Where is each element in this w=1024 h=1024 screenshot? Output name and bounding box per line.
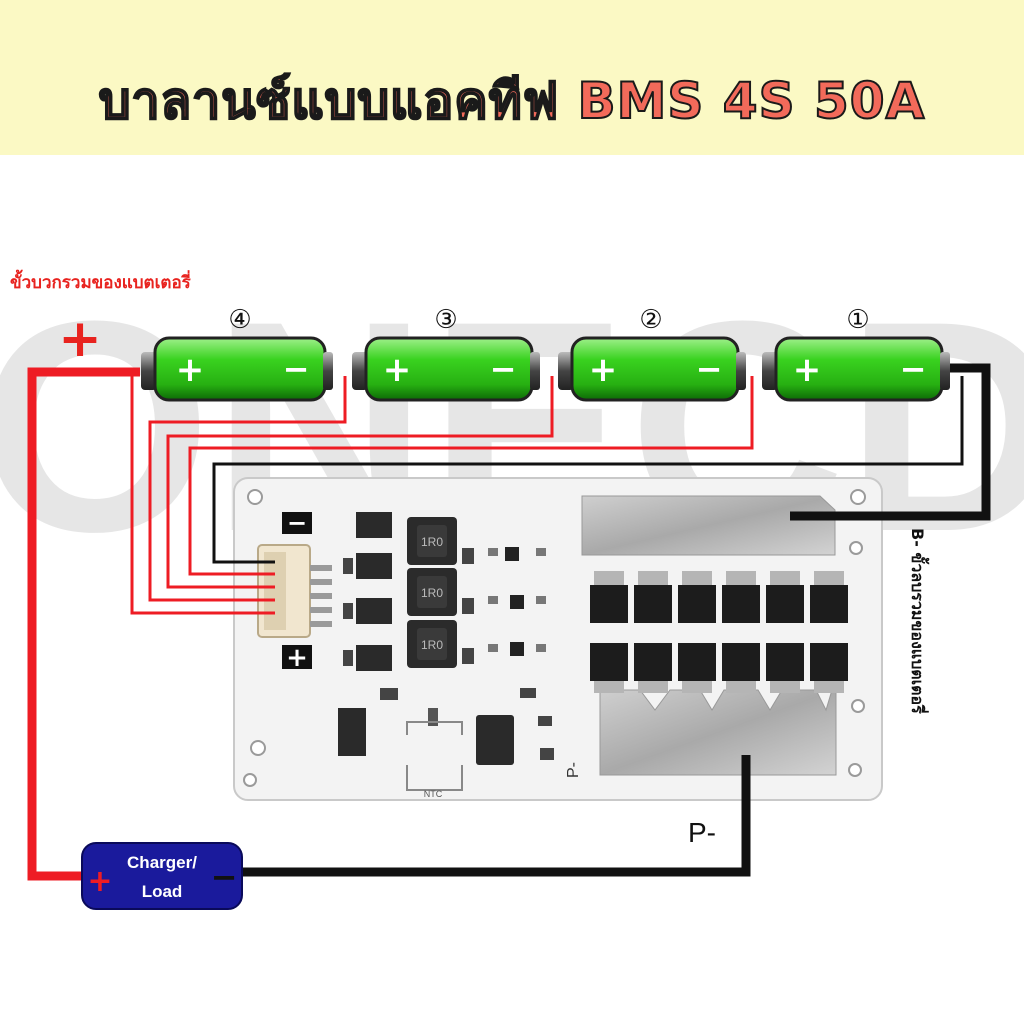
battery-number-2: ②	[639, 305, 662, 335]
board-minus-sign: −	[287, 509, 307, 537]
ntc-label: NTC	[424, 789, 443, 799]
load-minus-sign: −	[211, 858, 238, 896]
battery-plus-1: +	[793, 350, 822, 390]
battery-4: ④ + −	[141, 305, 333, 402]
title-banner: บาลานซ์แบบแอคทีฟ BMS 4S 50A	[0, 0, 1024, 155]
battery-plus-3: +	[383, 350, 412, 390]
mosfet-tab	[770, 571, 800, 585]
mosfet	[590, 643, 628, 681]
mosfet	[810, 643, 848, 681]
battery-minus-4: −	[283, 350, 310, 388]
mosfet	[678, 585, 716, 623]
charger-load-box: + Charger/ Load −	[81, 842, 243, 910]
mosfet-tab	[638, 679, 668, 693]
mosfet	[722, 585, 760, 623]
mosfet	[766, 585, 804, 623]
battery-plus-2: +	[589, 350, 618, 390]
p-minus-wire	[240, 755, 751, 877]
mosfet-tab	[682, 571, 712, 585]
mosfet-tab	[770, 679, 800, 693]
mosfet-tab	[594, 679, 624, 693]
mosfet-tab	[814, 679, 844, 693]
battery-1: ① + −	[762, 305, 950, 402]
inductor-marking-1: 1R0	[421, 535, 443, 549]
inductor-3: 1R0	[407, 620, 457, 668]
balance-wires	[130, 376, 964, 615]
mosfet	[766, 643, 804, 681]
board-minus-box	[282, 512, 312, 534]
p-minus-label: P-	[688, 817, 716, 848]
mosfet	[810, 585, 848, 623]
battery-pack: ④ + − ③ + − ② + − ① + −	[141, 305, 950, 402]
mosfet-tab	[594, 571, 624, 585]
inductor-1: 1R0	[407, 517, 457, 565]
mosfet-tab	[726, 679, 756, 693]
board-plus-sign: +	[286, 643, 308, 673]
p-minus-pad	[599, 689, 837, 776]
mosfet	[634, 585, 672, 623]
mosfet-tab	[638, 571, 668, 585]
battery-3: ③ + −	[352, 305, 540, 402]
load-label-line2: Load	[142, 882, 183, 901]
inductor-marking-2: 1R0	[421, 586, 443, 600]
page-title: บาลานซ์แบบแอคทีฟ BMS 4S 50A	[98, 71, 926, 131]
main-positive-wire	[27, 367, 140, 881]
board-p-minus-label: P-	[565, 762, 582, 778]
b-minus-wire	[790, 363, 991, 521]
mosfet	[590, 585, 628, 623]
ntc-footprint	[406, 721, 463, 791]
negative-terminal-label: B- ขั้วลบรวมของแบตเตอรี่	[908, 528, 930, 714]
wiring-diagram: ONECD 1R0 1R0 1R0	[0, 258, 1024, 910]
battery-minus-1: −	[900, 350, 927, 388]
positive-terminal-label: ขั้วบวกรวมของแบตเตอรี่	[10, 269, 192, 293]
battery-number-4: ④	[228, 305, 251, 335]
inductor-2: 1R0	[407, 568, 457, 616]
battery-2: ② + −	[558, 305, 746, 402]
battery-number-3: ③	[434, 305, 457, 335]
bms-board: 1R0 1R0 1R0	[233, 477, 883, 801]
battery-plus-4: +	[176, 350, 205, 390]
board-plus-box	[282, 645, 312, 669]
battery-number-1: ①	[846, 305, 869, 335]
mosfet	[722, 643, 760, 681]
load-label-line1: Charger/	[127, 853, 197, 872]
mosfet-tab	[814, 571, 844, 585]
battery-minus-3: −	[490, 350, 517, 388]
mosfet	[678, 643, 716, 681]
positive-terminal-sign: +	[58, 309, 102, 369]
mosfet-tab	[726, 571, 756, 585]
mosfet-tab	[682, 679, 712, 693]
mosfet-array	[590, 571, 848, 693]
load-plus-sign: +	[87, 864, 112, 899]
inductor-marking-3: 1R0	[421, 638, 443, 652]
b-minus-pad	[581, 495, 836, 556]
mosfet	[634, 643, 672, 681]
battery-minus-2: −	[696, 350, 723, 388]
